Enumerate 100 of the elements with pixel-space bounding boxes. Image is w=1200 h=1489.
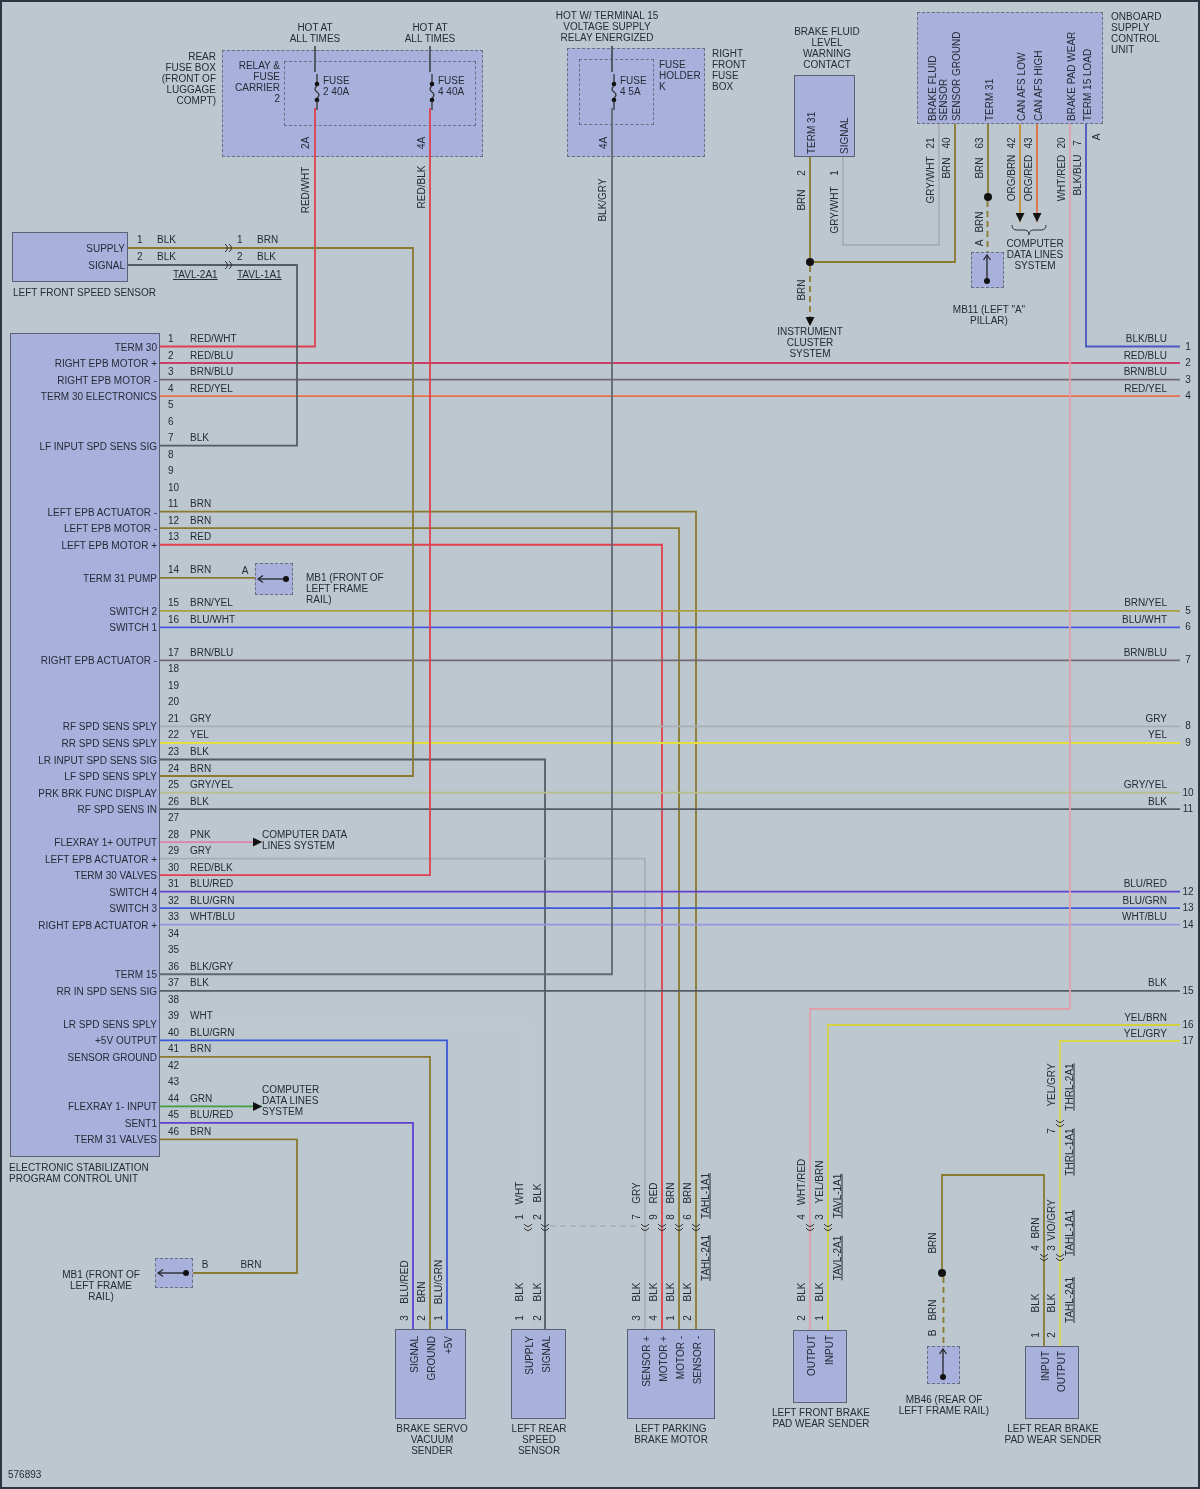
pin-name: SWITCH 1	[108, 622, 157, 634]
wire	[809, 123, 1071, 1331]
wire-color-code: VIO/GRY	[1045, 1199, 1057, 1241]
wire-color-code: BRN	[940, 157, 952, 179]
pin-number: 9	[168, 465, 174, 477]
wire-color-code: YEL	[1148, 729, 1167, 741]
pin-number: 11	[168, 498, 179, 510]
pin-name: OUTPUT	[1055, 1351, 1067, 1395]
wire-color-code: BLU/RED	[1123, 878, 1167, 890]
pin-name: SENSOR GROUND	[950, 30, 962, 121]
wire-color-code: BLU/RED	[398, 1260, 410, 1304]
wire-color-code: BLK	[531, 1183, 543, 1203]
pin-number: 46	[168, 1125, 180, 1137]
pin-number: 18	[168, 663, 180, 675]
pin-name: FLEXRAY 1+ OUTPUT	[53, 837, 157, 849]
pin-number: 17	[168, 646, 180, 658]
pin-number: 45	[168, 1109, 180, 1121]
wire-color-code: BRN	[1029, 1217, 1041, 1239]
pin-number: 2	[795, 170, 807, 176]
connector-code: A	[973, 239, 985, 247]
pin-name: RIGHT EPB MOTOR +	[53, 358, 157, 369]
wire-color-code: RED/YEL	[1124, 382, 1167, 394]
off-page-number: 4	[1180, 389, 1196, 404]
wire-color-code: BLK	[190, 746, 209, 757]
wire-color-code: BRN	[190, 514, 212, 526]
off-page-number: 1	[1180, 339, 1196, 354]
wire-color-code: BLU/GRN	[190, 1026, 235, 1038]
wire	[813, 123, 956, 263]
connector-code: TAHL-2A1	[1063, 1277, 1075, 1323]
wire	[159, 742, 1181, 744]
wire-color-code: BLK	[190, 795, 209, 807]
pin-number: 15	[168, 597, 180, 609]
wire-color-code: BRN/BLU	[190, 646, 234, 658]
wire	[987, 123, 989, 194]
wire-color-code: BRN	[190, 564, 212, 576]
fuse-rating: FUSE 2 40A	[323, 75, 351, 97]
off-page-number: 16	[1180, 1018, 1196, 1032]
wire-color-code: ORG/BRN	[1005, 154, 1017, 202]
wire-color-code: BLK	[531, 1282, 543, 1302]
pin-number: 1	[513, 1315, 525, 1321]
wire-color-code: BRN/BLU	[1123, 366, 1167, 378]
wire-color-code: BRN	[926, 1232, 938, 1254]
wire-color-code: BLK	[795, 1282, 807, 1302]
pin-number: 7	[168, 432, 174, 444]
wire-color-code: BLK	[157, 233, 176, 245]
pin-number: 1	[237, 233, 243, 245]
wire-color-code: BLK	[1148, 977, 1167, 989]
wire-color-code: BLU/GRN	[432, 1259, 444, 1305]
wire-color-code: GRY	[190, 712, 212, 724]
wire	[159, 857, 646, 1330]
component-name: RELAY & FUSE CARRIER 2	[234, 60, 280, 104]
wire	[159, 808, 1181, 810]
pin-number: 20	[168, 696, 180, 708]
pin-name: RIGHT EPB ACTUATOR +	[37, 919, 157, 931]
pin-number: 6	[681, 1214, 693, 1220]
pin-number: 2	[1045, 1332, 1057, 1338]
pin-number: 1	[664, 1315, 676, 1321]
pin-name: +5V OUTPUT	[94, 1035, 157, 1047]
connector-code: 4A	[597, 136, 609, 150]
wire-color-code: BLK	[630, 1282, 642, 1302]
component-name: FUSE HOLDER K	[659, 59, 702, 92]
wire-color-code: BRN	[257, 233, 279, 245]
wire-color-code: YEL/GRY	[1123, 1027, 1167, 1039]
pin-name: SWITCH 4	[108, 886, 157, 898]
component-name: LEFT FRONT SPEED SENSOR	[13, 287, 157, 298]
pin-number: 1	[168, 333, 174, 344]
pin-number: 27	[168, 812, 180, 824]
pin-number: 21	[924, 137, 936, 149]
connector-code: TAHL-2A1	[699, 1235, 711, 1281]
wire-color-code: RED/BLU	[1123, 349, 1167, 361]
pin-name: SIGNAL	[838, 116, 850, 154]
arrow	[159, 837, 263, 847]
pin-number: 7	[1071, 140, 1083, 146]
pin-name: LEFT EPB ACTUATOR +	[44, 853, 157, 865]
wire	[159, 395, 1181, 397]
wire	[159, 362, 1181, 364]
wire-color-code: BLK	[190, 432, 209, 444]
off-page-number: 11	[1180, 802, 1196, 817]
pin-number: 1	[1029, 1332, 1041, 1338]
ground-name: MB11 (LEFT "A" PILLAR)	[951, 304, 1027, 326]
pin-number: 8	[168, 448, 174, 460]
pin-name: TERM 15 LOAD	[1081, 47, 1093, 121]
pin-name: TERM 31	[805, 110, 817, 154]
connector-code: THRL-2A1	[1063, 1063, 1075, 1111]
pin-name: CAN AFS HIGH	[1032, 49, 1044, 121]
component-name: ONBOARD SUPPLY CONTROL UNIT	[1111, 11, 1163, 55]
component-name: REAR FUSE BOX (FRONT OF LUGGAGE COMPT)	[160, 51, 216, 106]
pin-number: 3	[630, 1315, 642, 1321]
pin-number: 8	[664, 1214, 676, 1220]
pin-number: 12	[168, 514, 180, 526]
pin-number: 9	[647, 1214, 659, 1220]
pin-name: CAN AFS LOW	[1015, 51, 1027, 121]
wire-color-code: PNK	[190, 828, 211, 840]
wire	[1059, 1040, 1181, 1347]
pin-number: 3	[398, 1315, 410, 1321]
pin-name: RR IN SPD SENS SIG	[55, 985, 157, 997]
wire-color-code: BLK/GRY	[596, 178, 608, 222]
wire	[159, 1022, 529, 1330]
pin-number: 1	[828, 170, 840, 176]
wire-color-code: GRY/WHT	[924, 156, 936, 204]
